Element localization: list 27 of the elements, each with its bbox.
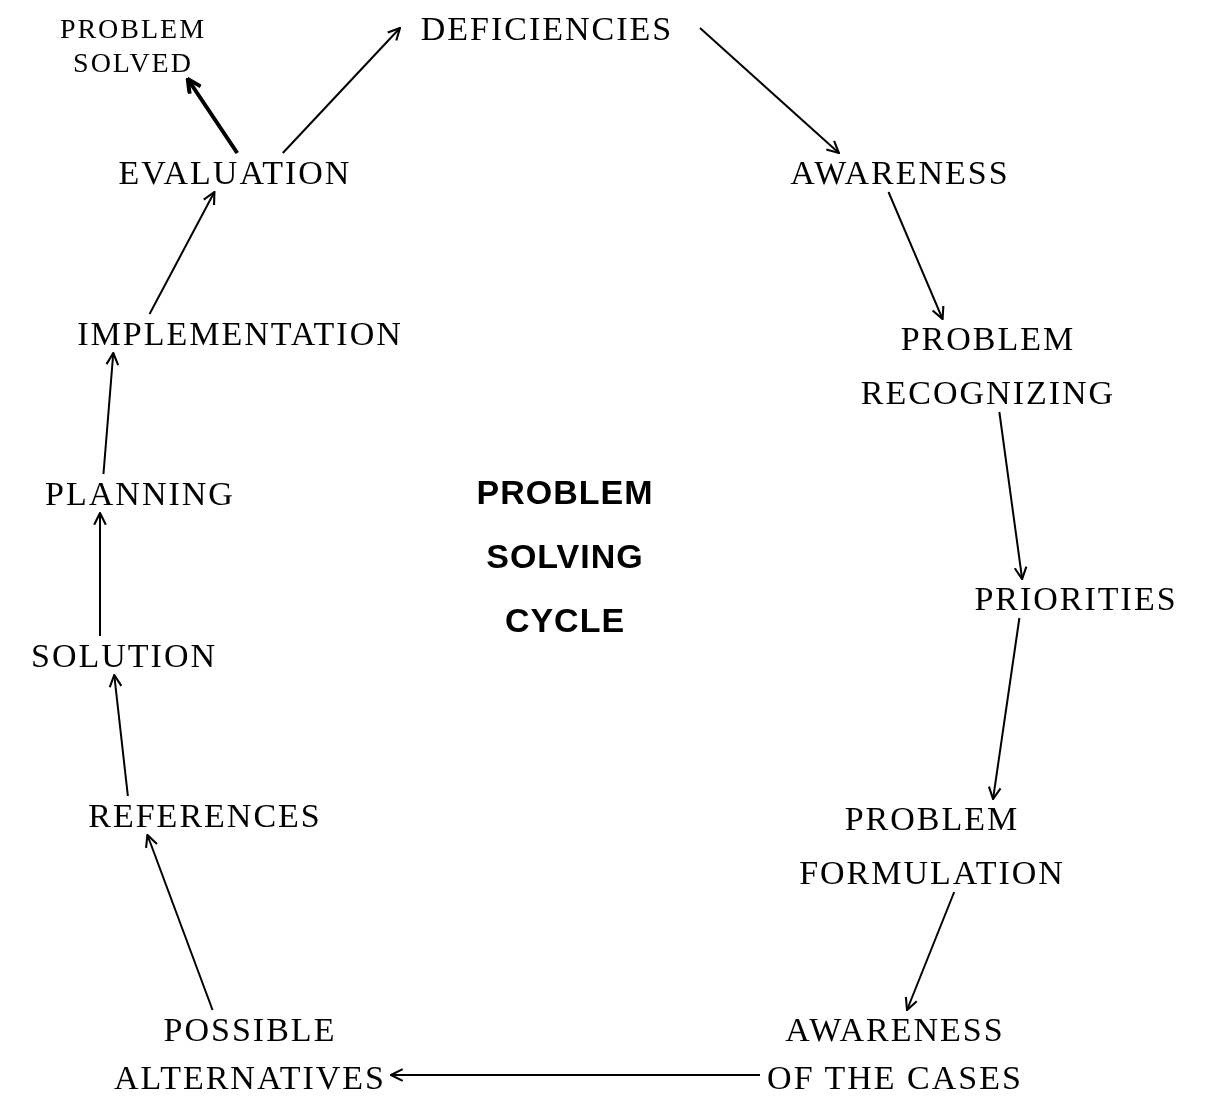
step-label: POSSIBLE ALTERNATIVES	[70, 1006, 430, 1100]
arrow	[185, 77, 239, 155]
step-label: PRIORITIES	[974, 578, 1178, 620]
step-label: PLANNING	[45, 473, 235, 515]
arrow	[390, 1068, 761, 1082]
arrow	[148, 190, 216, 315]
step-label: PROBLEM SOLVED	[33, 12, 233, 80]
step-label: IMPLEMENTATION	[77, 313, 403, 355]
step-label: PROBLEM FORMULATION	[752, 792, 1112, 900]
arrow	[102, 351, 120, 475]
arrow	[998, 411, 1028, 581]
arrow	[987, 617, 1021, 801]
diagram-title: PROBLEM SOLVING CYCLE	[475, 472, 655, 641]
arrow	[93, 511, 107, 637]
arrow	[699, 27, 840, 155]
step-label: REFERENCES	[88, 795, 322, 837]
step-label: AWARENESS	[790, 152, 1010, 194]
arrow	[904, 891, 956, 1012]
arrow	[145, 833, 214, 1011]
step-label: DEFICIENCIES	[420, 8, 674, 50]
step-label: SOLUTION	[31, 635, 217, 677]
step-label: AWARENESS OF THE CASES	[725, 1006, 1065, 1100]
step-label: PROBLEM RECOGNIZING	[818, 312, 1158, 420]
arrow	[887, 191, 945, 321]
step-label: EVALUATION	[118, 152, 352, 194]
arrow	[281, 26, 402, 154]
arrow	[108, 673, 129, 797]
